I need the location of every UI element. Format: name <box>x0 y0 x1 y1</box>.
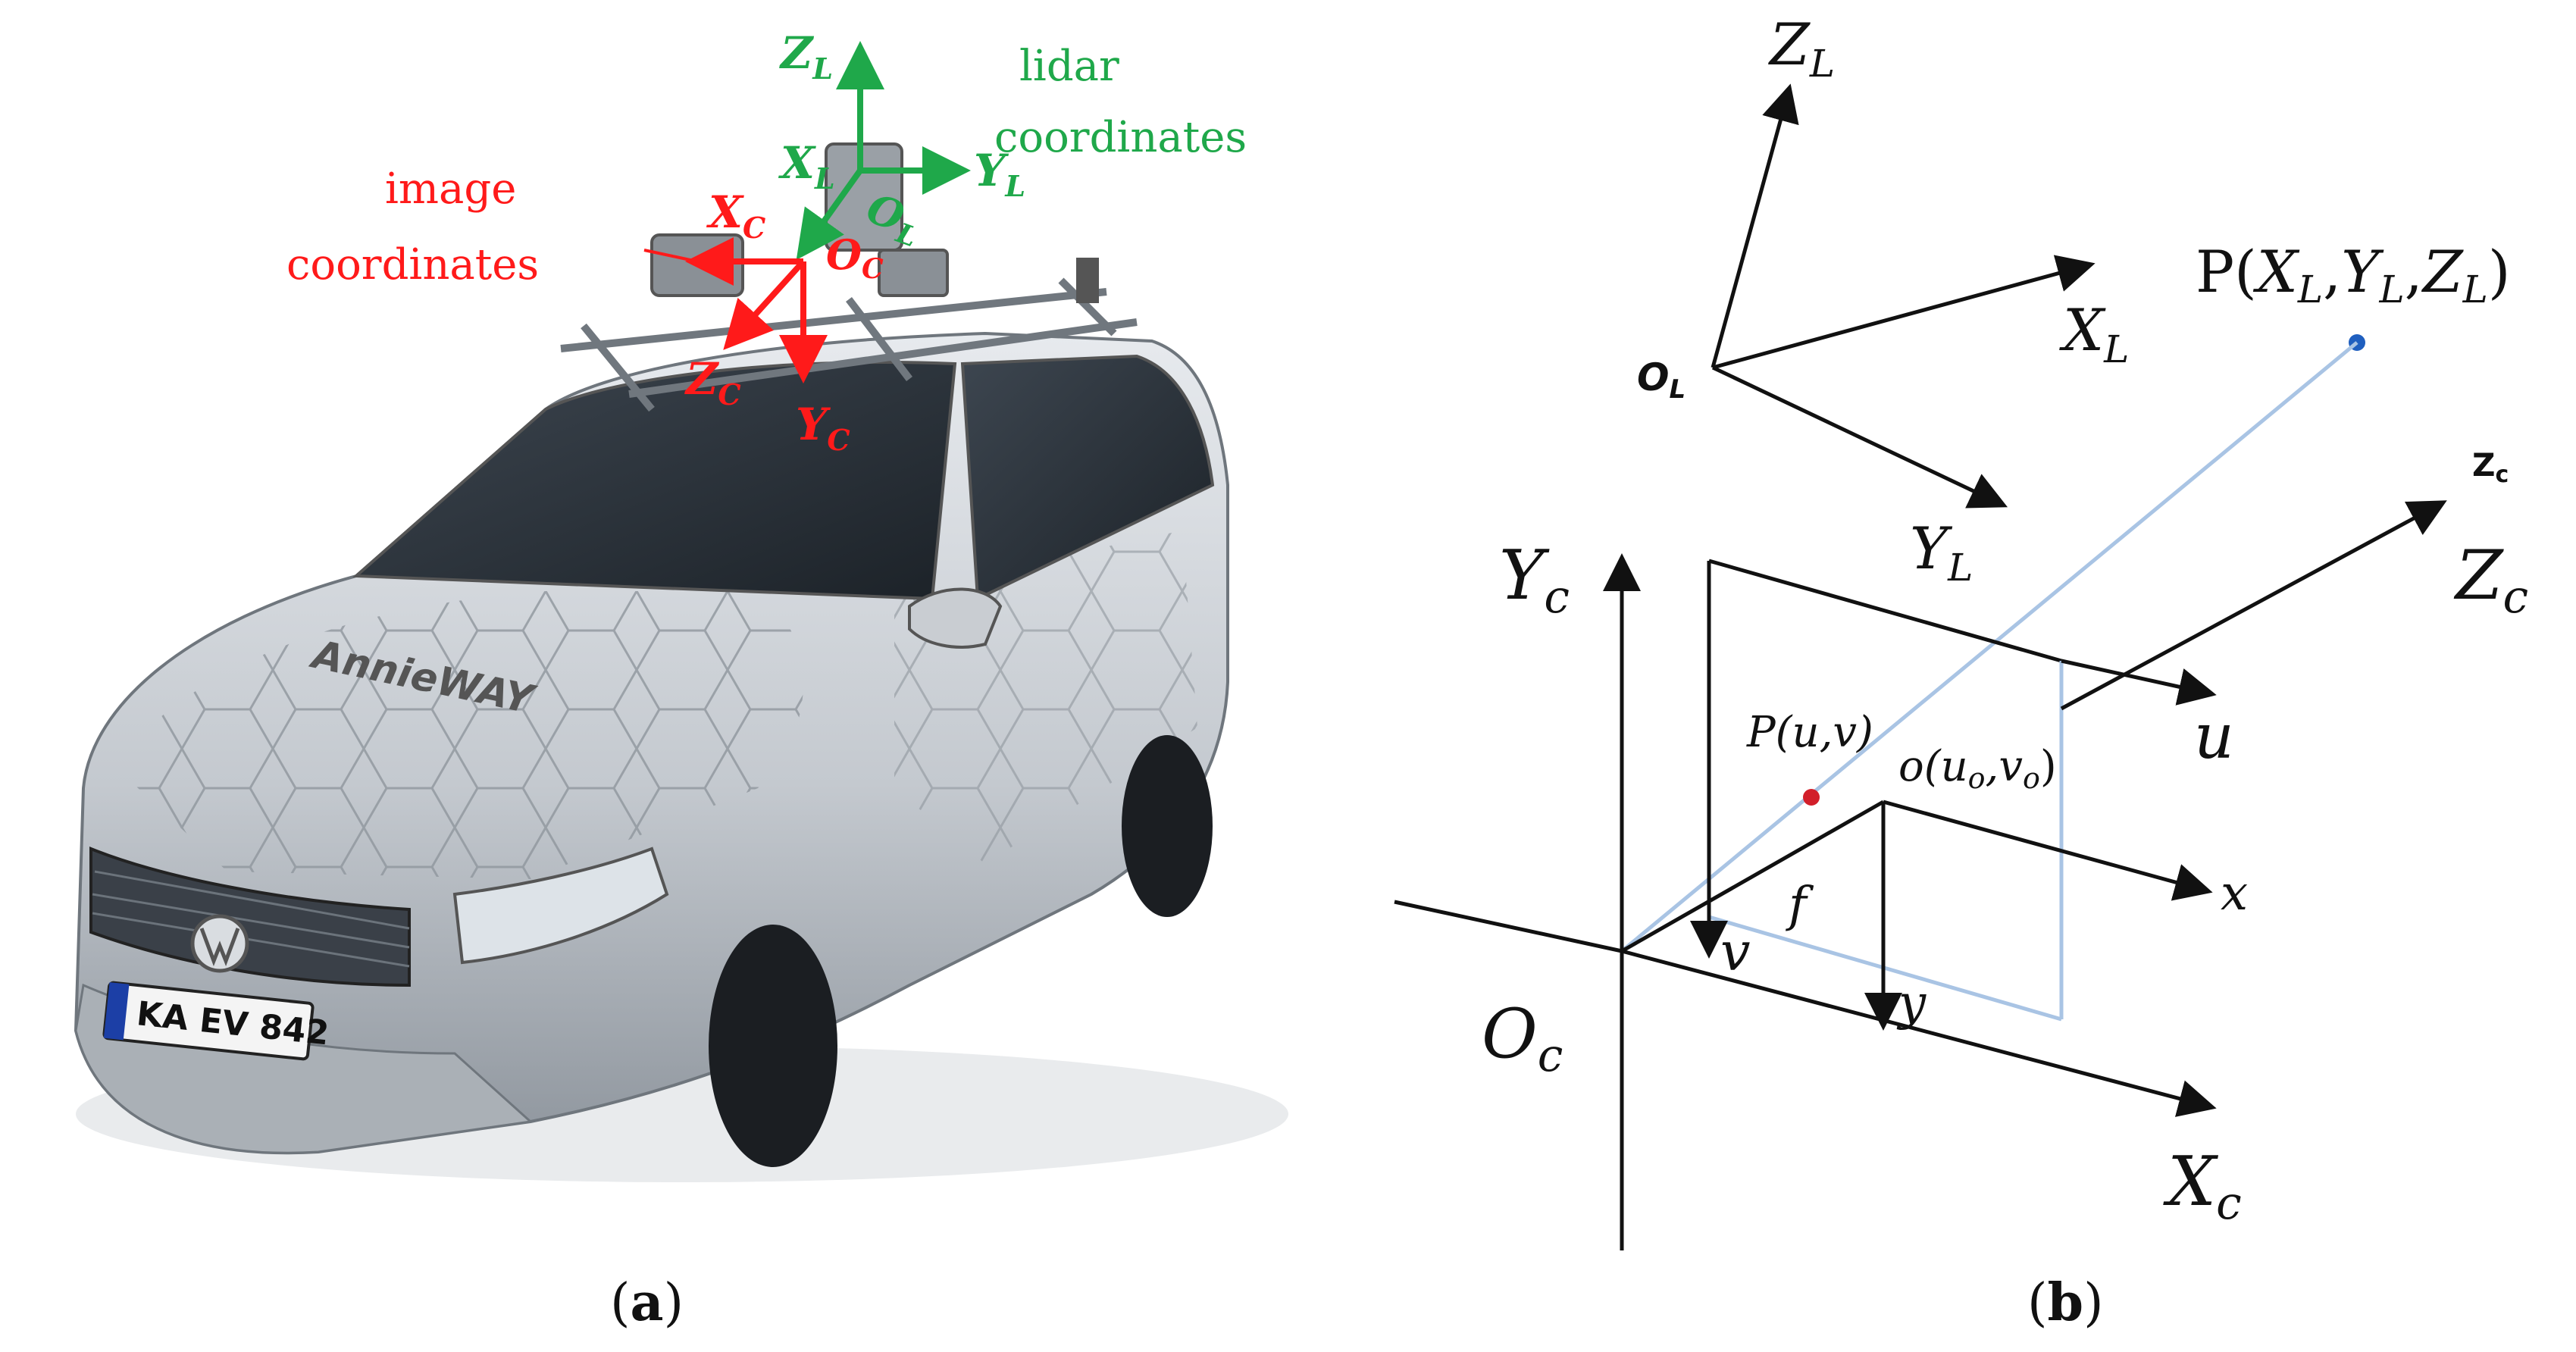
v-label: v <box>1720 921 1751 983</box>
zc-label-large: Zc <box>2453 536 2528 624</box>
projection-ray <box>1620 341 2358 953</box>
camera-origin-label: OC <box>826 230 884 285</box>
point-p-image-label: P(u,v) <box>1746 708 1873 757</box>
lidar-x-label-b: XL <box>2059 296 2129 371</box>
point-p-world-label: P(XL,YL,ZL) <box>2196 238 2511 311</box>
lidar-axis-x <box>796 168 863 261</box>
front-wheel <box>709 925 837 1167</box>
license-plate: KA EV 842 <box>102 981 330 1061</box>
lidar-z-label: ZL <box>779 27 833 86</box>
side-mirror <box>908 587 1003 649</box>
caption-a: (a) <box>610 1272 684 1333</box>
x-label: x <box>2221 865 2248 922</box>
lidar-x-label: XL <box>778 137 835 196</box>
lidar-y-label-b: YL <box>1910 515 1973 590</box>
camera-xc-axis <box>1621 949 2217 1117</box>
side-windows <box>960 354 1215 602</box>
panel-b: ZL XL YL OL P(XL,YL,ZL) Yc Xc Oc u v <box>1394 11 2528 1333</box>
u-label: u <box>2194 701 2234 773</box>
camera-x-label: XC <box>706 186 765 245</box>
rear-wheel <box>1122 735 1213 917</box>
windshield <box>352 361 957 601</box>
camera-y-label: YC <box>796 399 850 457</box>
image-coordinates-label-line1: image <box>385 164 516 214</box>
image-coordinates-label-line2: coordinates <box>286 240 539 289</box>
lidar-y-label: YL <box>974 145 1025 203</box>
y-label: y <box>1896 975 1927 1031</box>
roof-rack <box>560 277 1138 412</box>
oc-label: Oc <box>1482 994 1563 1082</box>
lidar-origin-label-b: OL <box>1637 355 1686 405</box>
u-axis <box>2061 659 2217 706</box>
lidar-z-axis <box>1711 83 1799 368</box>
camera-z-label: ZC <box>684 353 741 412</box>
camera-axes-car <box>643 237 828 383</box>
camera-xc-axis-back <box>1394 900 1623 953</box>
xc-label: Xc <box>2163 1142 2242 1230</box>
focal-length-line <box>1620 800 1885 953</box>
camera-cable <box>643 249 698 263</box>
principal-point-label: o(uo,vo) <box>1898 742 2057 795</box>
x-axis <box>1883 800 2213 901</box>
lidar-coordinates-label-line2: coordinates <box>994 113 1247 162</box>
panel-a: KA EV 842 AnnieWAY image coordin <box>74 27 1288 1333</box>
point-p-image <box>1803 789 1820 806</box>
lidar-z-label-b: ZL <box>1768 11 1835 86</box>
lidar-y-axis <box>1711 365 2008 509</box>
lidar-axes-car <box>796 41 971 261</box>
camera-zc-axis <box>2060 500 2447 711</box>
zc-label-small: Zc <box>2472 446 2509 488</box>
lidar-frame <box>1711 83 2096 509</box>
f-label: f <box>1786 877 1814 933</box>
lidar-x-axis <box>1712 255 2096 370</box>
yc-label: Yc <box>1499 536 1570 624</box>
camera-axis-z <box>723 259 806 350</box>
lidar-coordinates-label-line1: lidar <box>1019 42 1119 91</box>
headlight <box>452 847 669 965</box>
caption-b: (b) <box>2027 1272 2104 1333</box>
car-illustration: KA EV 842 AnnieWAY <box>74 142 1288 1182</box>
front-grille <box>89 847 411 987</box>
